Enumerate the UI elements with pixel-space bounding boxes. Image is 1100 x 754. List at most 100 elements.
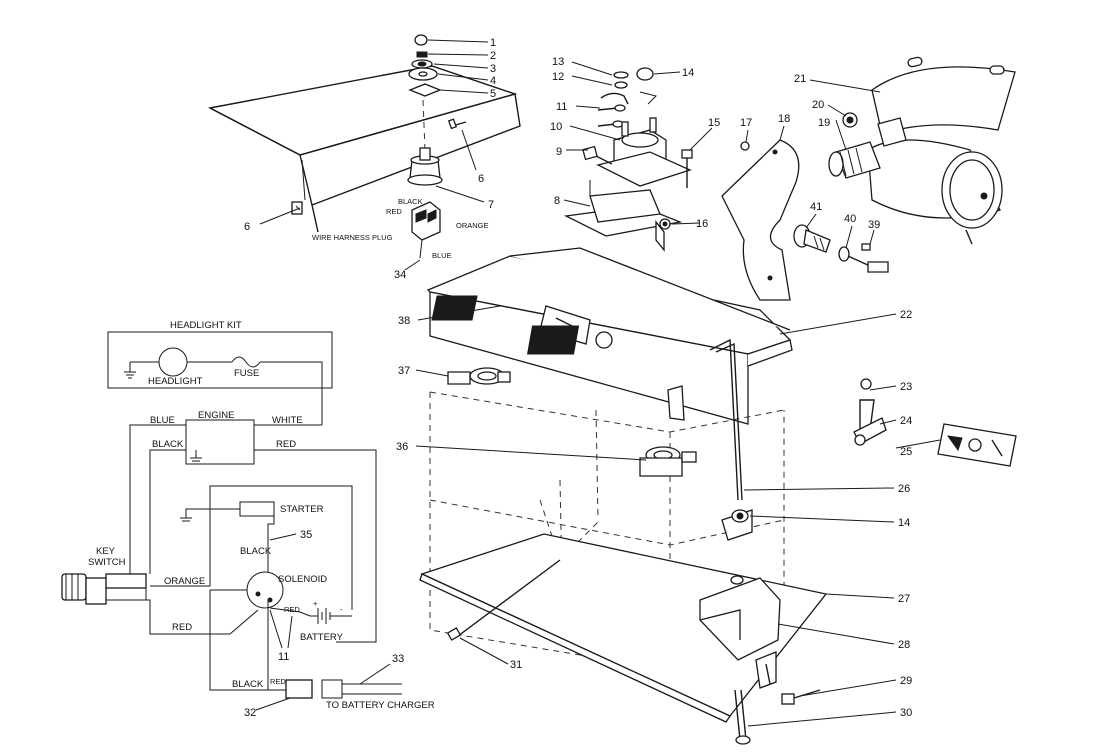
- callout-19: 19: [818, 117, 830, 129]
- solenoid-assembly: [596, 67, 692, 187]
- decal-25: [937, 423, 1017, 467]
- callout-37: 37: [398, 365, 410, 377]
- bracket-8: [563, 180, 683, 252]
- wire-harness-plug: [411, 201, 441, 259]
- callout-15: 15: [708, 117, 720, 129]
- headlight-label: HEADLIGHT: [148, 376, 203, 387]
- key-switch-label-2: SWITCH: [88, 557, 126, 568]
- engine-label: ENGINE: [198, 410, 234, 421]
- plug-labels: BLACK RED ORANGE BLUE WIRE HARNESS PLUG: [312, 197, 489, 260]
- wire-black-label-3: BLACK: [232, 679, 264, 690]
- nut-16: [659, 218, 671, 230]
- callout-18: 18: [778, 113, 790, 125]
- wire-blue-label: BLUE: [150, 415, 175, 426]
- starter-symbol: [239, 501, 275, 517]
- wire-red-label-3: RED: [284, 605, 300, 614]
- starter-hardware: [793, 224, 889, 273]
- callout-38: 38: [398, 315, 410, 327]
- clip-6: [291, 201, 303, 215]
- callout-11: 11: [556, 101, 567, 113]
- engine-box: [185, 419, 255, 465]
- solenoid-label: SOLENOID: [278, 574, 327, 585]
- to-charger-label: TO BATTERY CHARGER: [326, 700, 435, 711]
- bolt-15: [681, 149, 693, 188]
- wire-black-label-1: BLACK: [152, 439, 184, 450]
- key-switch-label-1: KEY: [96, 546, 116, 557]
- callout-26: 26: [898, 483, 910, 495]
- callout-23: 23: [900, 381, 912, 393]
- hold-down-rod: [709, 338, 753, 541]
- bolt-29: [781, 689, 821, 705]
- bolt-31: [446, 559, 561, 641]
- console-panel: [207, 65, 521, 233]
- headlight-kit-box: [107, 331, 333, 389]
- wire-red-label-1: RED: [276, 439, 296, 450]
- callout-33: 33: [392, 653, 404, 665]
- wire-white-label: WHITE: [272, 415, 303, 426]
- callout-40: 40: [844, 213, 856, 225]
- key-switch-symbol: [61, 573, 147, 605]
- svg-text:-: -: [340, 605, 343, 614]
- battery-tray: [419, 533, 828, 723]
- callout-25: 25: [900, 446, 912, 458]
- plug-label-harness: WIRE HARNESS PLUG: [312, 233, 393, 242]
- starter-bracket-18: [721, 139, 800, 301]
- fuse-label: FUSE: [234, 368, 259, 379]
- key-switch-stack: [407, 34, 443, 186]
- plug-label-orange: ORANGE: [456, 221, 489, 230]
- callout-7: 7: [488, 199, 494, 211]
- callout-14-bottom: 14: [898, 517, 910, 529]
- callout-14-top: 14: [682, 67, 694, 79]
- callout-34: 34: [394, 269, 406, 281]
- callout-30: 30: [900, 707, 912, 719]
- callout-17: 17: [740, 117, 752, 129]
- callout-1: 1: [490, 37, 496, 49]
- plug-label-blue: BLUE: [432, 251, 452, 260]
- callout-12: 12: [552, 71, 564, 83]
- callout-28: 28: [898, 639, 910, 651]
- callout-6-clip: 6: [244, 221, 250, 233]
- callout-20: 20: [812, 99, 824, 111]
- callout-39: 39: [868, 219, 880, 231]
- fuse-symbol: [231, 356, 261, 368]
- battery-cover: [426, 247, 793, 425]
- callout-13: 13: [552, 56, 564, 68]
- headlight-kit-title: HEADLIGHT KIT: [170, 320, 242, 331]
- starter-motor: [828, 56, 1016, 245]
- callout-32: 32: [244, 707, 256, 719]
- callout-2: 2: [490, 50, 496, 62]
- terminal-37: [447, 367, 511, 385]
- callout-24: 24: [900, 415, 912, 427]
- wire-black-label-2: BLACK: [240, 546, 272, 557]
- svg-text:+: +: [313, 599, 318, 608]
- bolt-30: [734, 689, 751, 745]
- plug-label-black: BLACK: [398, 197, 423, 206]
- callout-4: 4: [490, 75, 496, 87]
- battery-label: BATTERY: [300, 632, 344, 643]
- wire-red-label-4: RED: [270, 677, 286, 686]
- callout-6-panel: 6: [478, 173, 484, 185]
- callout-31: 31: [510, 659, 522, 671]
- callout-9: 9: [556, 146, 562, 158]
- bracket-28: [755, 651, 777, 689]
- terminal-36: [639, 446, 697, 477]
- bolt-9: [582, 145, 613, 165]
- starter-label: STARTER: [280, 504, 324, 515]
- callout-10: 10: [550, 121, 562, 133]
- callout-16: 16: [696, 218, 708, 230]
- callout-numbers: 1 2 3 4 5 6 6 7 34 13 12 11 10 9 8 14 15…: [244, 37, 912, 719]
- callout-21: 21: [794, 73, 806, 85]
- callout-27: 27: [898, 593, 910, 605]
- callout-35: 35: [300, 529, 312, 541]
- callout-8: 8: [554, 195, 560, 207]
- screw-6: [447, 118, 467, 130]
- callout-41: 41: [810, 201, 822, 213]
- wire-red-label-2: RED: [172, 622, 192, 633]
- wire-orange-label: ORANGE: [164, 576, 205, 587]
- cable-23-24: [853, 378, 887, 446]
- callout-11-schematic: 11: [278, 651, 289, 663]
- callout-29: 29: [900, 675, 912, 687]
- callout-36: 36: [396, 441, 408, 453]
